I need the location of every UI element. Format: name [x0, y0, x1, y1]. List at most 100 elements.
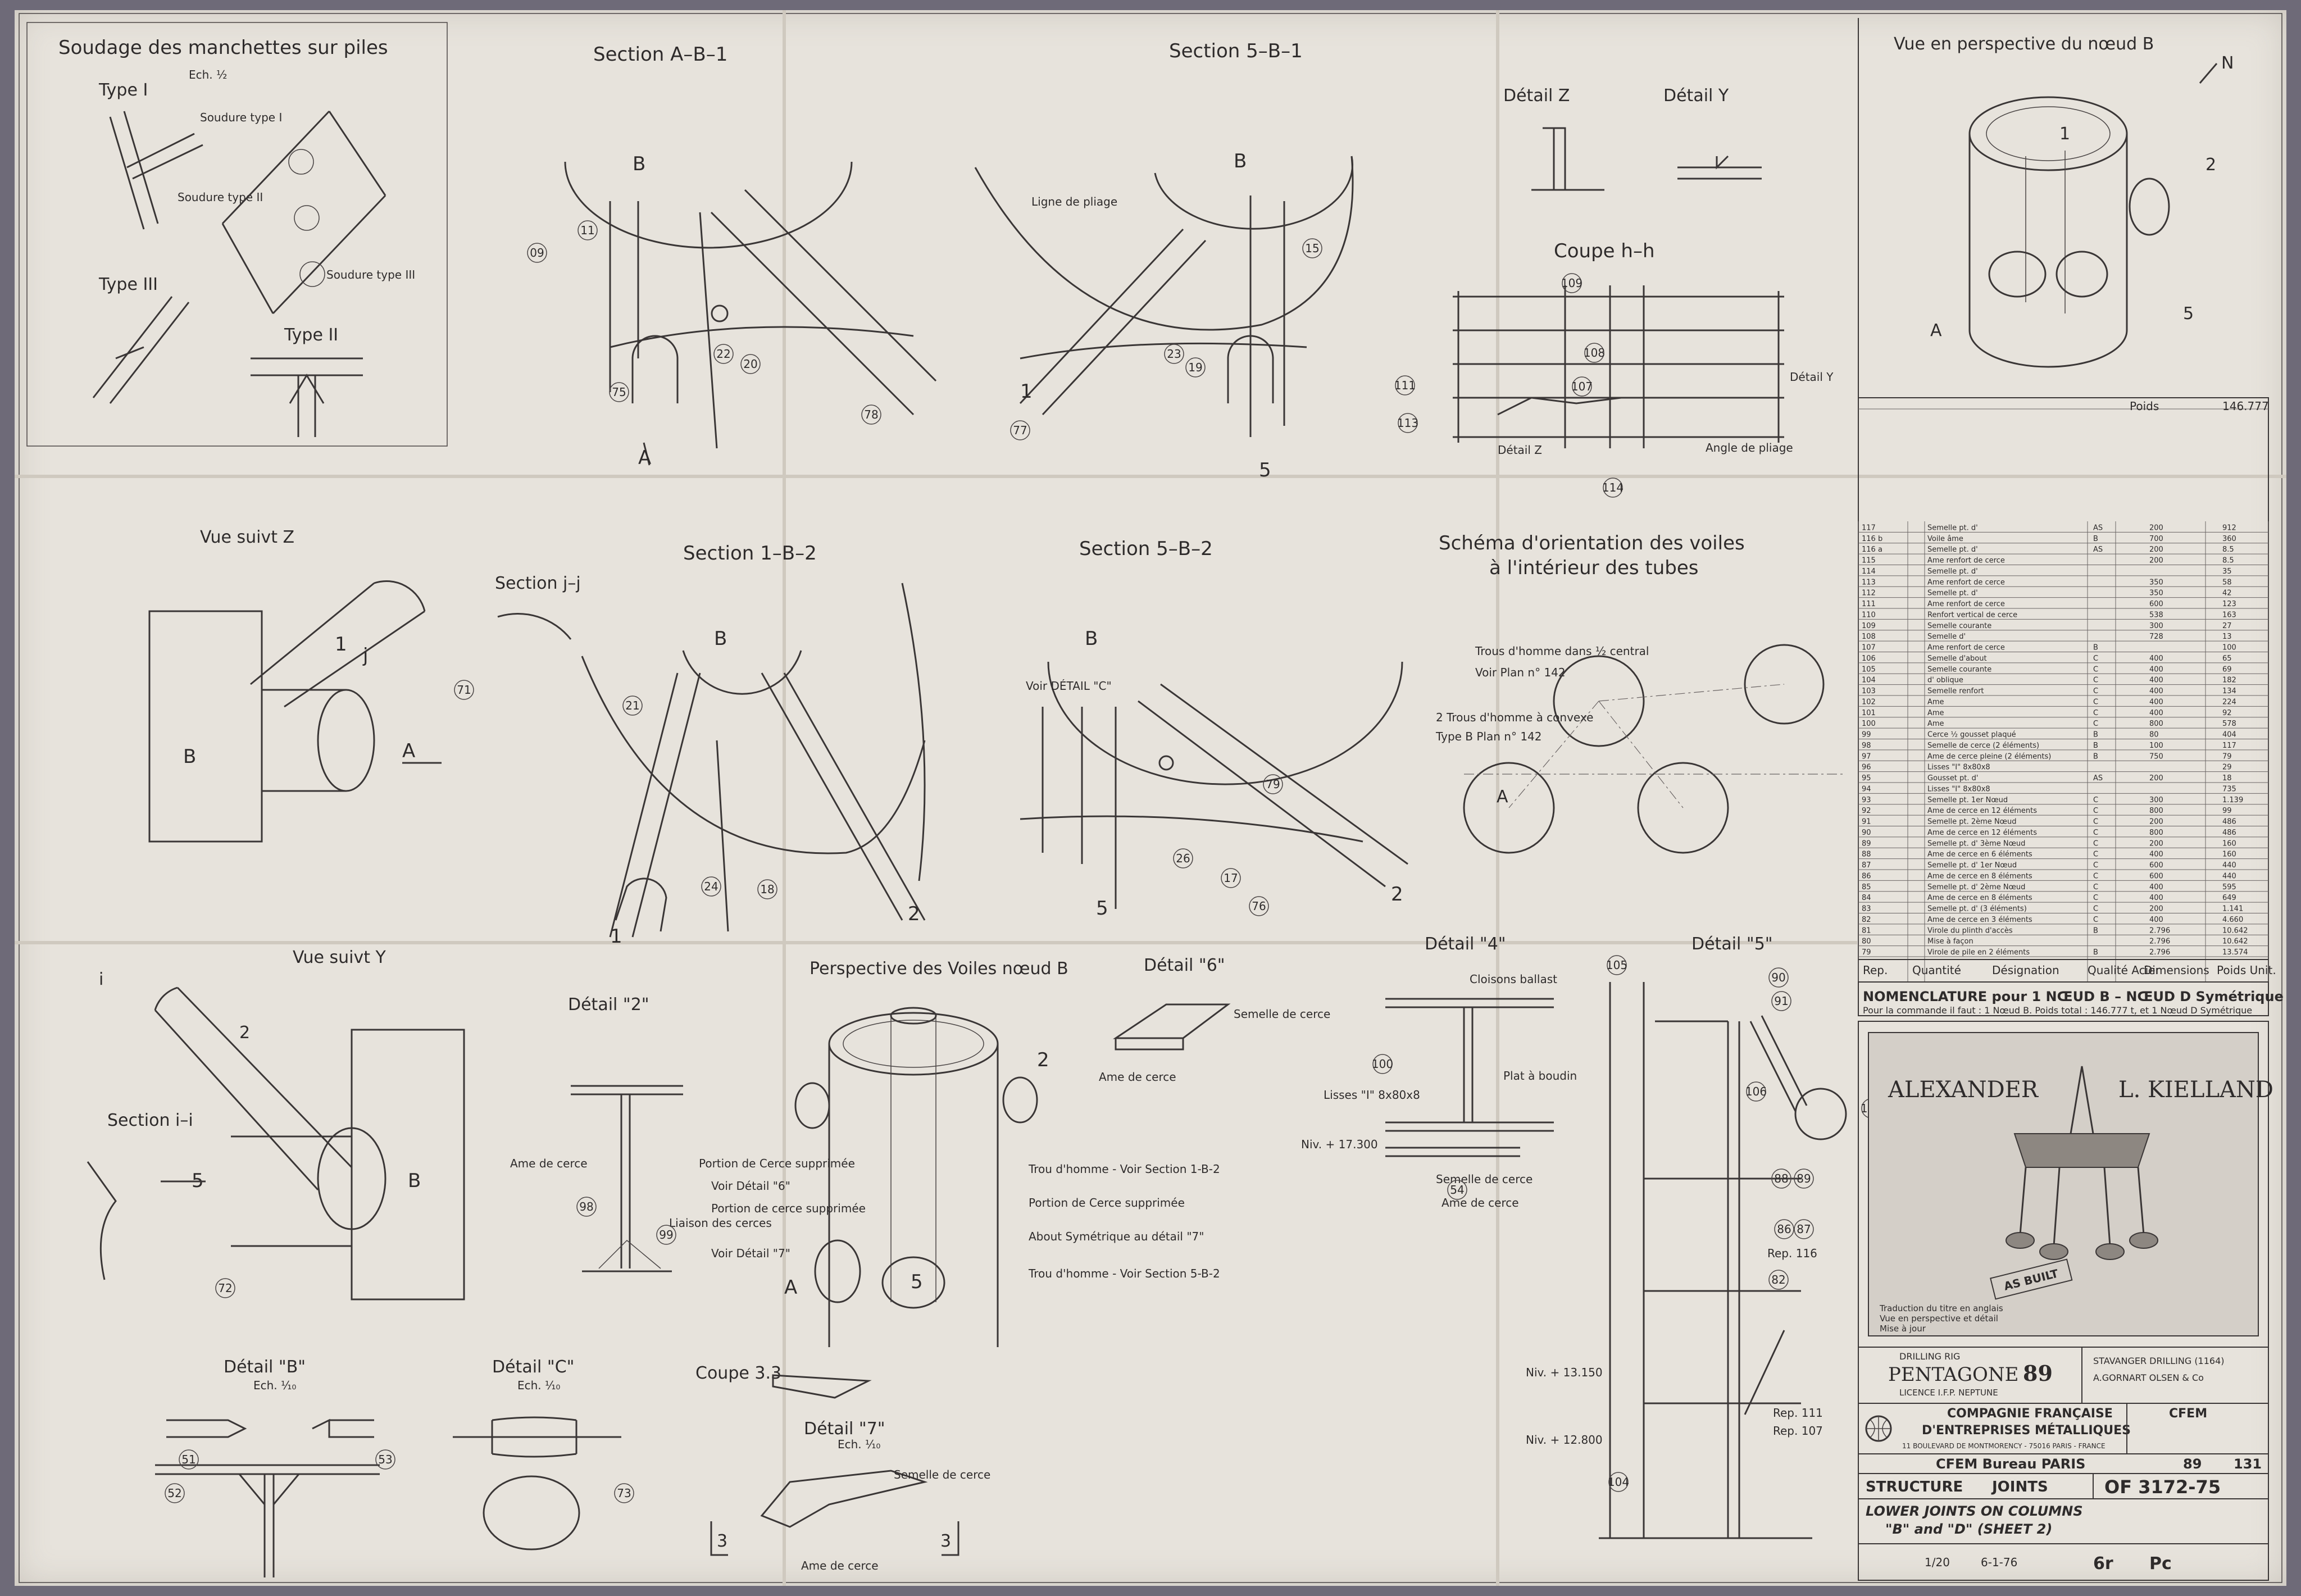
row-rep: 111: [1862, 600, 1876, 608]
row-quality: C: [2093, 872, 2098, 880]
row-designation: Ame de cerce en 3 éléments: [1927, 916, 2032, 924]
perspective-voiles-title: Perspective des Voiles nœud B: [810, 959, 1068, 979]
row-dimension: 800: [2149, 829, 2163, 837]
coupe33-title: Coupe 3.3: [695, 1363, 781, 1383]
weld-type3-sketch: [92, 296, 190, 404]
detail-b-scale: Ech. ⅒: [253, 1379, 296, 1392]
row-dimension: 600: [2149, 861, 2163, 870]
row-weight: 735: [2222, 785, 2236, 793]
detail-circle: [1794, 1088, 1847, 1140]
reference-bubble-label: 23: [1167, 347, 1181, 361]
row-rep: 112: [1862, 589, 1876, 598]
row-weight: 595: [2222, 883, 2236, 892]
reference-bubble-label: 51: [181, 1453, 195, 1466]
section-jj-title: Section j–j: [495, 574, 581, 593]
row-designation: Ame renfort de cerce: [1927, 578, 2005, 586]
brace-2: [154, 986, 353, 1191]
reference-bubble: [1249, 896, 1269, 916]
section-5b2-2: 2: [1391, 883, 1403, 906]
schema-note-1: Trous d'homme dans ½ central: [1475, 644, 1649, 658]
section-5b2-view: Section 5–B–2 B Voir DÉTAIL "C" 5 2: [1020, 538, 1408, 920]
row-quality: AS: [2093, 545, 2103, 554]
reference-bubble-label: 11: [580, 224, 594, 237]
row-quality: B: [2093, 731, 2098, 739]
perspective-voiles-a: A: [784, 1276, 797, 1299]
row-weight: 35: [2222, 567, 2232, 576]
row-designation: Virole du plinth d'accès: [1927, 926, 2013, 935]
office-label: CFEM Bureau PARIS: [1936, 1456, 2085, 1472]
reference-bubble-label: 99: [659, 1228, 673, 1242]
row-rep: 98: [1862, 742, 1871, 750]
row-rep: 106: [1862, 654, 1876, 663]
coupe-hh-view: Coupe h–h Détail Z Détail Y Angle de pli…: [1453, 240, 1834, 457]
column-outline: [351, 1029, 465, 1301]
vue-y-view: Vue suivt Y Section i–i B 5 2 i: [87, 948, 465, 1301]
vue-z-title: Vue suivt Z: [200, 528, 294, 547]
reference-bubble: [1010, 420, 1030, 440]
cylinder-top: [1968, 96, 2128, 171]
detail-z-title: Détail Z: [1503, 86, 1570, 106]
row-dimension: 400: [2149, 676, 2163, 685]
row-dimension: 400: [2149, 851, 2163, 859]
row-rep: 102: [1862, 698, 1876, 706]
revision-3: Mise à jour: [1880, 1324, 1926, 1334]
ship-name-right: L. KIELLAND: [2118, 1077, 2273, 1103]
col-rep: Rep.: [1863, 963, 1888, 977]
row-dimension: 400: [2149, 709, 2163, 717]
detail-4-view: Détail "4" Cloisons ballast Plat à boudi…: [1301, 934, 1577, 1209]
col-poids: Poids Unit.: [2217, 963, 2276, 977]
row-weight: 42: [2222, 589, 2232, 598]
row-dimension: 400: [2149, 894, 2163, 902]
row-weight: 404: [2222, 731, 2236, 739]
drilling-rig-label: DRILLING RIG: [1899, 1351, 1960, 1362]
section-5b2-b: B: [1085, 628, 1098, 650]
row-designation: Semelle renfort: [1927, 687, 1984, 695]
detail-4-plat: Plat à boudin: [1503, 1069, 1577, 1083]
row-designation: Ame: [1927, 720, 1944, 728]
row-dimension: 200: [2149, 545, 2163, 554]
section-1b2-b: B: [714, 628, 727, 650]
brace-stub: [2056, 251, 2108, 298]
reference-bubble-label: 88: [1774, 1172, 1788, 1185]
reference-bubble: [1794, 1219, 1814, 1239]
detail-c-view: Détail "C" Ech. ⅒: [453, 1357, 621, 1550]
row-rep: 95: [1862, 774, 1871, 783]
row-weight: 912: [2222, 524, 2236, 532]
detail-c-scale: Ech. ⅒: [517, 1379, 560, 1392]
reference-bubble-label: 86: [1777, 1222, 1791, 1236]
row-dimension: 400: [2149, 687, 2163, 695]
reference-bubble-label: 100: [1372, 1057, 1393, 1071]
row-weight: 1.139: [2222, 796, 2243, 804]
reference-bubble: [165, 1483, 185, 1503]
description-line-2: "B" and "D" (SHEET 2): [1885, 1521, 2052, 1537]
reference-bubble: [1771, 991, 1791, 1011]
detail-7-title: Détail "7": [804, 1419, 885, 1439]
detail-7-mark-left: 3: [717, 1531, 727, 1551]
row-quality: C: [2093, 894, 2098, 902]
reference-bubble-label: 114: [1602, 481, 1624, 494]
row-dimension: 800: [2149, 720, 2163, 728]
row-quality: C: [2093, 905, 2098, 913]
row-designation: Semelle pt. d': [1927, 567, 1978, 576]
north-arrow-icon: [2199, 63, 2218, 84]
reference-bubble-label: 79: [1266, 777, 1280, 791]
section-5b1-members: [1019, 195, 1307, 437]
section-5b1-b: B: [1234, 150, 1247, 172]
note-5: Trou d'homme - Voir Section 1-B-2: [1028, 1162, 1220, 1176]
chord-arc: [564, 161, 853, 249]
chord-arc-2: [682, 650, 802, 695]
orientation-lines: [1464, 684, 1846, 808]
row-weight: 58: [2222, 578, 2232, 586]
note-2: Voir Détail "6": [711, 1179, 790, 1193]
inner-column: [2025, 151, 2066, 313]
row-weight: 163: [2222, 611, 2236, 619]
row-designation: Semelle d'about: [1927, 654, 1987, 663]
note-1: Portion de Cerce supprimée: [699, 1157, 855, 1170]
reference-bubble: [1572, 376, 1592, 397]
vue-z-view: Vue suivt Z B A 1 j Section j–j: [148, 528, 581, 843]
